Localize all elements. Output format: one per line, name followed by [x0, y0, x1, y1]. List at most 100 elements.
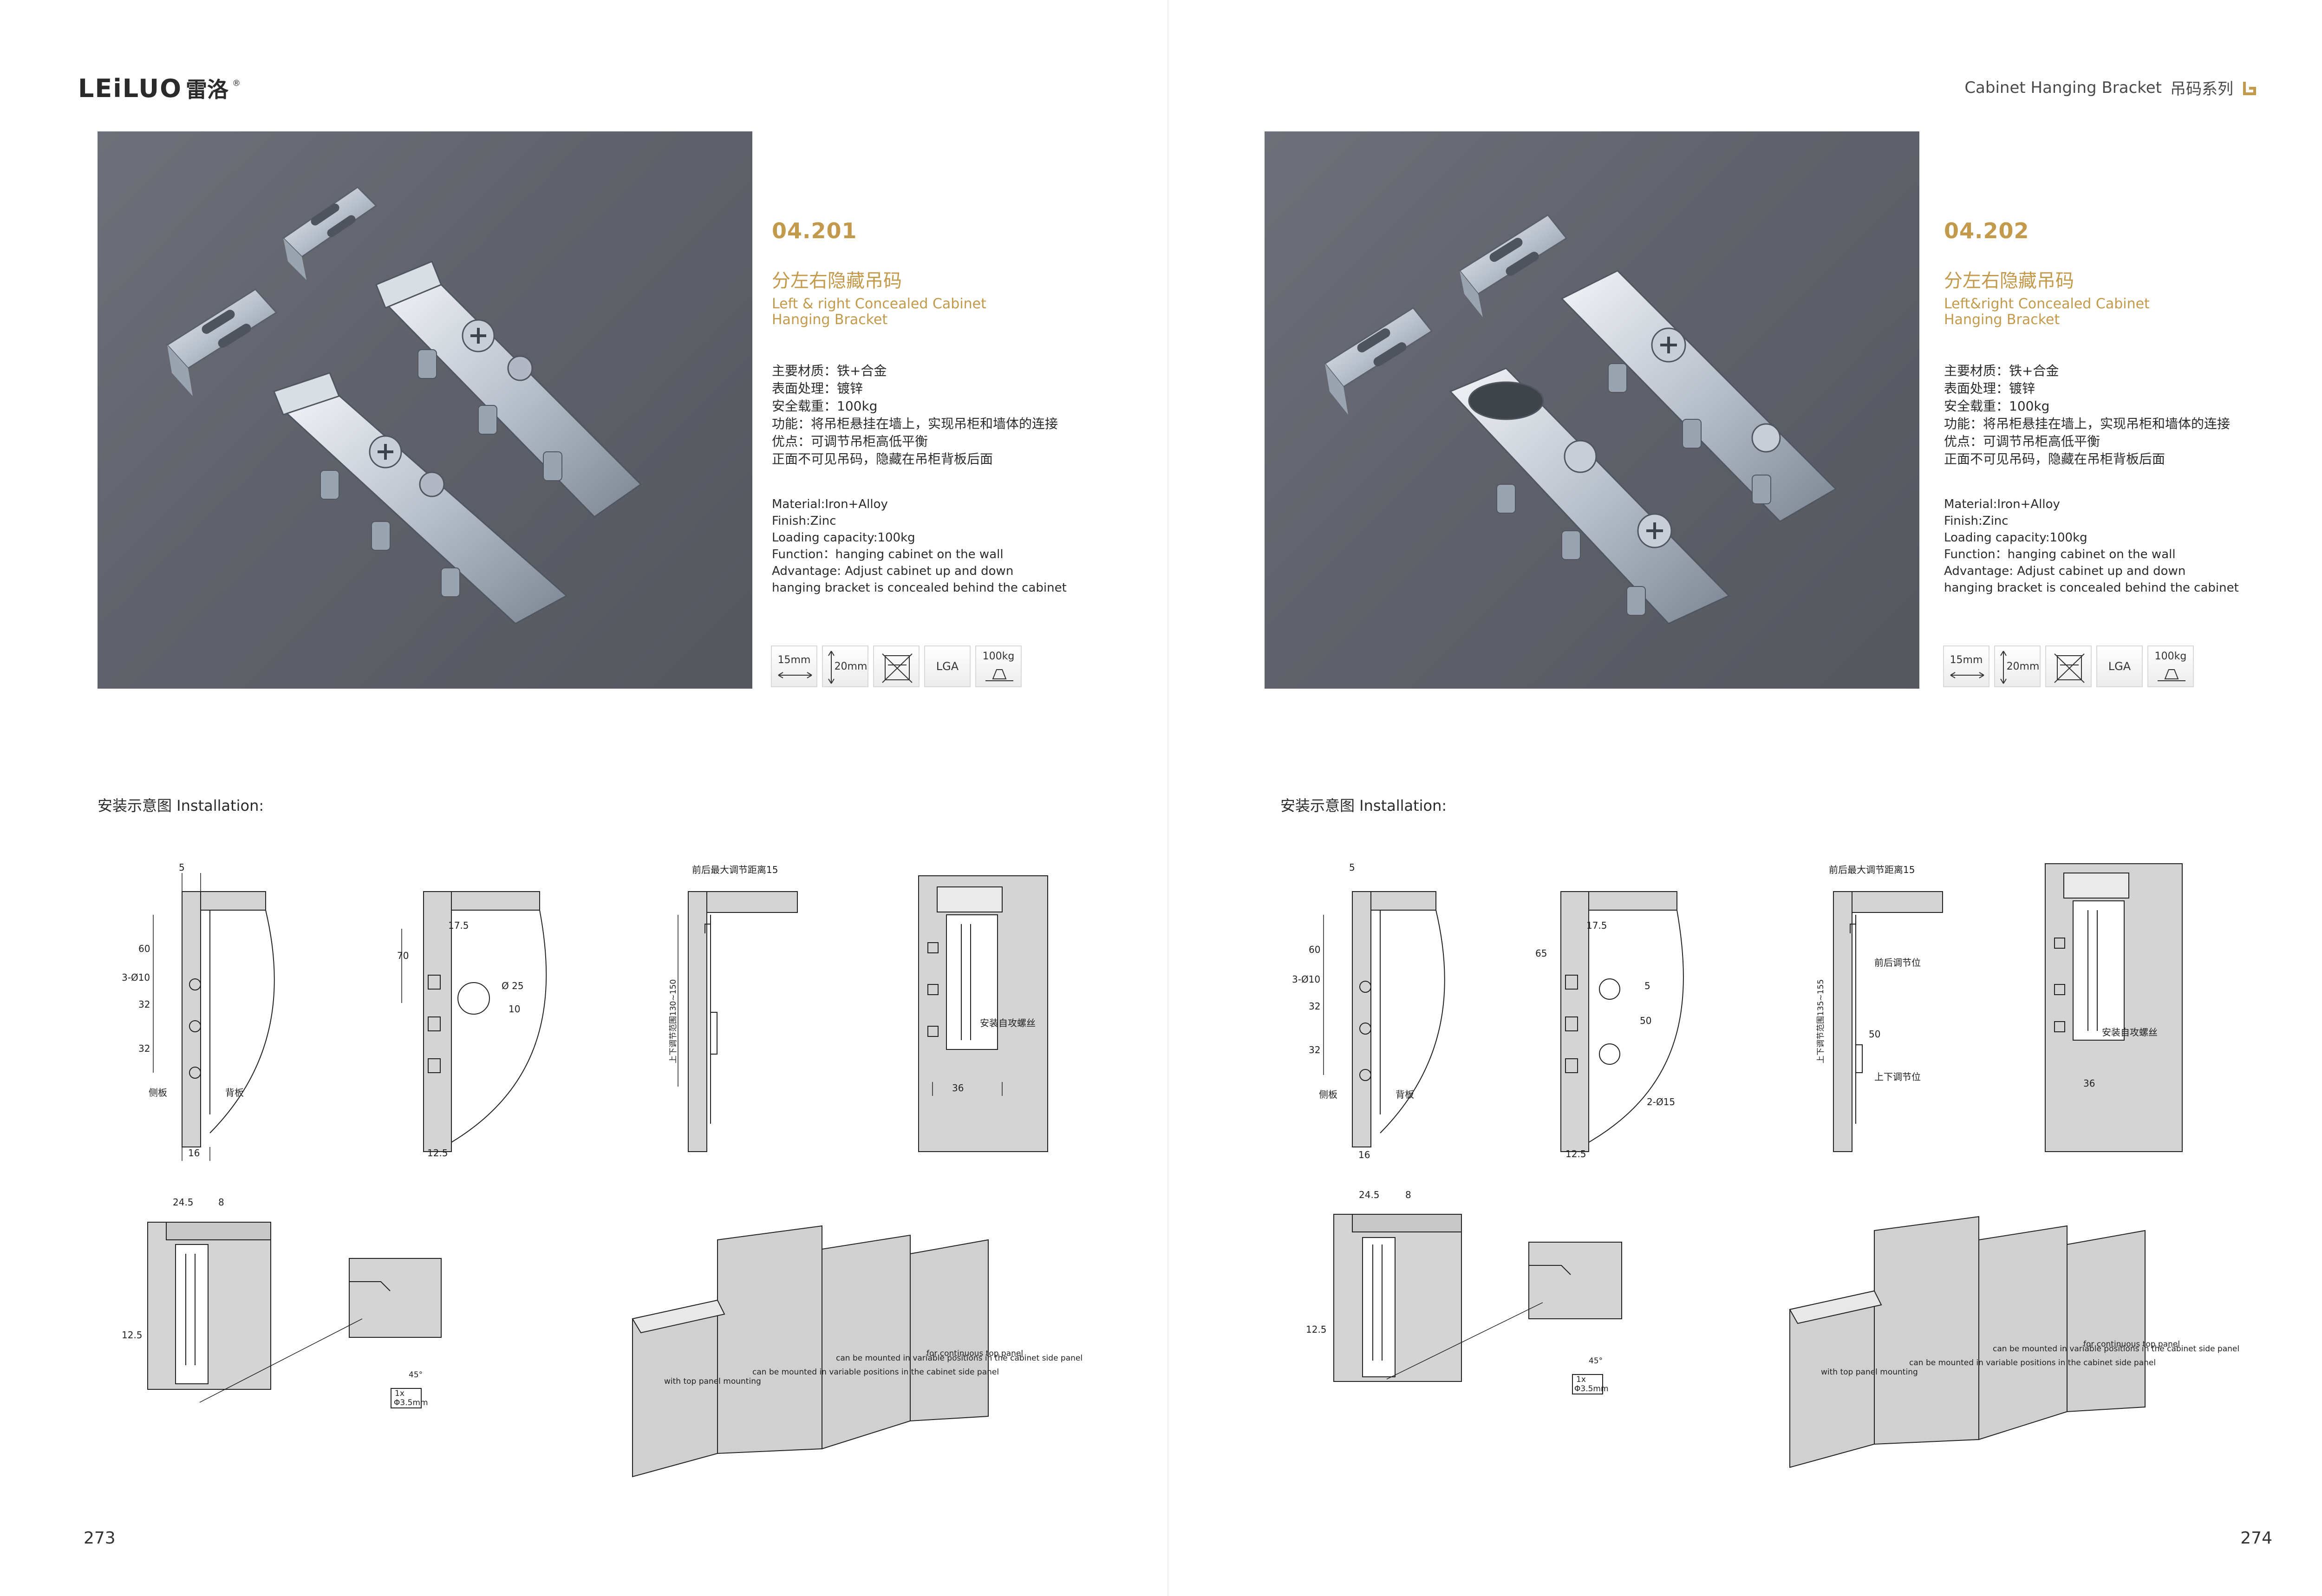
bracket-icon — [2243, 81, 2256, 95]
drawing-adjust-range — [678, 891, 798, 1152]
dim-label: 前后最大调节距离15 — [1829, 864, 1915, 875]
load-capacity-label: 100kg — [2154, 650, 2187, 662]
series-title-cn: 吊码系列 — [2170, 80, 2233, 98]
load-capacity-icon: 100kg — [2147, 645, 2194, 687]
spec-line: Loading capacity:100kg — [1944, 531, 2087, 545]
no-tools-icon — [873, 645, 920, 687]
lga-icon: LGA — [924, 645, 971, 687]
product-name-en: Left & right Concealed Cabinet Hanging B… — [772, 296, 986, 328]
spec-line: 主要材质：铁+合金 — [772, 363, 887, 378]
spec-line: Finish:Zinc — [1944, 514, 2009, 528]
drawing-front-view — [918, 875, 1048, 1152]
dim-label: 1x — [395, 1389, 404, 1398]
dim-label: 前后调节位 — [1874, 957, 1921, 968]
spec-line: hanging bracket is concealed behind the … — [772, 581, 1067, 595]
feature-icons: 15mm 20mm LGA 100kg — [771, 645, 1022, 687]
product-code: 04.201 — [772, 218, 857, 243]
height-adjust-icon: 20mm — [822, 645, 868, 687]
technical-drawings: 5 60 3-Ø10 32 32 侧板 背板 16 17.5 70 Ø 25 1… — [122, 862, 1083, 1478]
dim-label: 3-Ø10 — [122, 972, 150, 983]
dim-label: 3-Ø10 — [1292, 974, 1320, 985]
dim-label: 32 — [138, 1043, 150, 1054]
load-capacity-icon: 100kg — [975, 645, 1022, 687]
drawing-bracket-detail — [147, 1222, 271, 1390]
dim-label: Φ3.5mm — [394, 1398, 428, 1407]
dim-label: 5 — [1644, 980, 1650, 991]
spec-line: 优点：可调节吊柜高低平衡 — [772, 434, 928, 449]
dim-label: 5 — [1349, 862, 1355, 873]
dim-label: 36 — [2083, 1078, 2095, 1089]
height-adjust-icon: 20mm — [1994, 645, 2041, 687]
dim-label: 背板 — [225, 1087, 244, 1098]
product-info: 04.202 分左右隐藏吊码 Left&right Concealed Cabi… — [1944, 218, 2297, 596]
dim-label: 45° — [409, 1370, 423, 1380]
wall-plate-1 — [282, 186, 378, 280]
dim-label: for continuous top panel — [2083, 1340, 2180, 1349]
spec-line: Advantage: Adjust cabinet up and down — [772, 564, 1014, 578]
drawing-screw-detail — [1386, 1242, 1622, 1394]
dim-label: 12.5 — [122, 1329, 143, 1341]
dim-label: 17.5 — [448, 920, 469, 931]
lga-icon: LGA — [2096, 645, 2143, 687]
spec-line: 正面不可见吊码，隐藏在吊柜背板后面 — [772, 451, 993, 467]
spec-line: 功能：将吊柜悬挂在墙上，实现吊柜和墙体的连接 — [772, 416, 1058, 431]
feature-icons: 15mm 20mm LGA 100kg — [1943, 645, 2194, 687]
spec-line: 主要材质：铁+合金 — [1944, 363, 2059, 378]
dim-label: 60 — [138, 943, 150, 954]
spec-line: 功能：将吊柜悬挂在墙上，实现吊柜和墙体的连接 — [1944, 416, 2231, 431]
spec-line: 优点：可调节吊柜高低平衡 — [1944, 434, 2100, 449]
dim-label: 安装自攻螺丝 — [2102, 1027, 2158, 1038]
page-number: 274 — [2240, 1529, 2272, 1548]
drawing-back-holes — [401, 891, 547, 1152]
series-header: Cabinet Hanging Bracket 吊码系列 — [1964, 76, 2257, 99]
dim-label: with top panel mounting — [1821, 1368, 1918, 1377]
product-photo — [1265, 131, 1919, 689]
drawing-front-view — [2045, 863, 2183, 1152]
dim-label: with top panel mounting — [664, 1377, 761, 1386]
dim-label: 12.5 — [427, 1147, 448, 1159]
product-name-cn: 分左右隐藏吊码 — [1944, 270, 2074, 292]
spec-list-cn: 主要材质：铁+合金 表面处理：镀锌 安全载重：100kg 功能：将吊柜悬挂在墙上… — [1944, 362, 2297, 468]
dim-label: 侧板 — [149, 1087, 167, 1098]
no-tools-icon — [2045, 645, 2092, 687]
dim-label: 32 — [1309, 1001, 1320, 1012]
height-adjust-label: 20mm — [834, 660, 867, 672]
dim-label: 5 — [179, 862, 185, 873]
dim-label: 32 — [138, 999, 150, 1010]
dim-label: 24.5 — [173, 1197, 194, 1208]
brand-logo-reg: ® — [232, 78, 241, 88]
lga-label: LGA — [936, 660, 959, 673]
catalog-page-left: LEiLUO 雷洛 ® — [78, 74, 1083, 1548]
drawing-bracket-detail — [1333, 1214, 1462, 1382]
technical-drawings: 5 60 3-Ø10 32 32 侧板 背板 16 17.5 65 5 50 2… — [1292, 862, 2239, 1468]
drawing-screw-detail — [199, 1258, 442, 1408]
spec-line: Function：hanging cabinet on the wall — [772, 547, 1004, 561]
installation-drawings: 5 60 3-Ø10 32 32 侧板 背板 16 17.5 65 5 50 2… — [1168, 845, 2322, 1497]
dim-label: 上下调节范围130~150 — [669, 979, 678, 1063]
dim-label: 16 — [188, 1147, 200, 1159]
spec-line: 安全载重：100kg — [1944, 398, 2050, 414]
dim-label: 上下调节位 — [1874, 1071, 1921, 1082]
spec-line: Advantage: Adjust cabinet up and down — [1944, 564, 2186, 578]
bracket-illustration — [166, 186, 642, 625]
dim-label: 65 — [1535, 948, 1547, 959]
bracket-body-1 — [1560, 270, 1837, 522]
dim-label: 安装自攻螺丝 — [980, 1017, 1036, 1029]
depth-adjust-icon: 15mm — [1943, 645, 1989, 687]
dim-label: 24.5 — [1359, 1189, 1380, 1200]
dim-label: 1x — [1576, 1375, 1586, 1384]
height-adjust-label: 20mm — [2006, 660, 2040, 672]
product-name-en: Left&right Concealed Cabinet Hanging Bra… — [1944, 296, 2150, 328]
wall-plate-2 — [1324, 307, 1433, 415]
dim-label: 45° — [1589, 1356, 1603, 1366]
dim-label: 70 — [397, 950, 409, 961]
depth-adjust-label: 15mm — [777, 654, 811, 666]
installation-title: 安装示意图 Installation: — [1280, 797, 1447, 814]
spec-line: 正面不可见吊码，隐藏在吊柜背板后面 — [1944, 451, 2165, 467]
brand-logo-cn: 雷洛 — [186, 77, 229, 102]
dim-label: 2-Ø15 — [1647, 1096, 1675, 1107]
catalog-page-right: Cabinet Hanging Bracket 吊码系列 — [1168, 0, 2322, 1596]
bracket-body-2 — [273, 372, 568, 625]
dim-label: 60 — [1309, 944, 1320, 955]
spec-line: 表面处理：镀锌 — [1944, 381, 2035, 396]
